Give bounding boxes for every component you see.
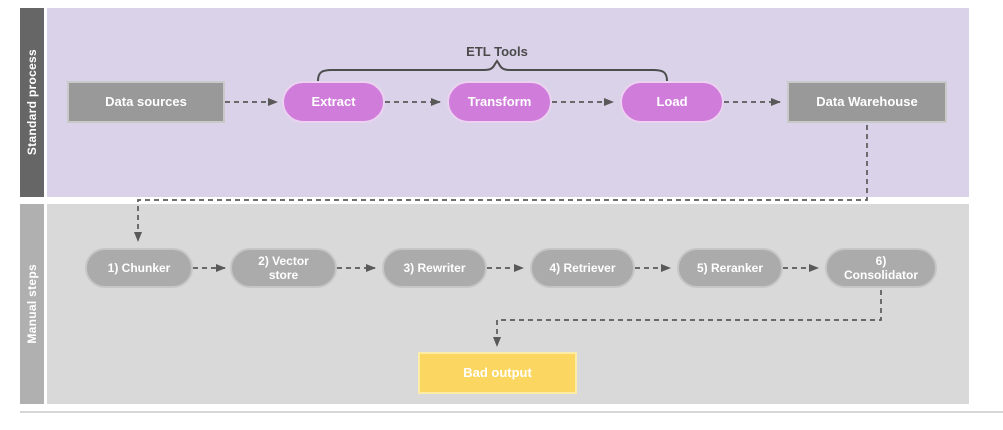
- node-chunker: 1) Chunker: [85, 248, 193, 288]
- node-data-sources: Data sources: [67, 81, 225, 123]
- node-data-warehouse: Data Warehouse: [787, 81, 947, 123]
- lane-manual-label: Manual steps: [25, 264, 39, 344]
- node-bad-output: Bad output: [418, 352, 577, 394]
- node-consolidator: 6) Consolidator: [825, 248, 937, 288]
- etl-tools-label: ETL Tools: [466, 44, 528, 59]
- node-reranker: 5) Reranker: [677, 248, 783, 288]
- node-transform: Transform: [447, 81, 552, 123]
- node-load: Load: [620, 81, 724, 123]
- node-retriever: 4) Retriever: [530, 248, 635, 288]
- lane-manual-bar: Manual steps: [20, 204, 44, 404]
- lane-standard-label: Standard process: [25, 49, 39, 156]
- node-extract: Extract: [282, 81, 385, 123]
- node-vector-store: 2) Vector store: [230, 248, 337, 288]
- lane-standard-bar: Standard process: [20, 8, 44, 197]
- node-rewriter: 3) Rewriter: [382, 248, 487, 288]
- page-divider: [20, 411, 1003, 413]
